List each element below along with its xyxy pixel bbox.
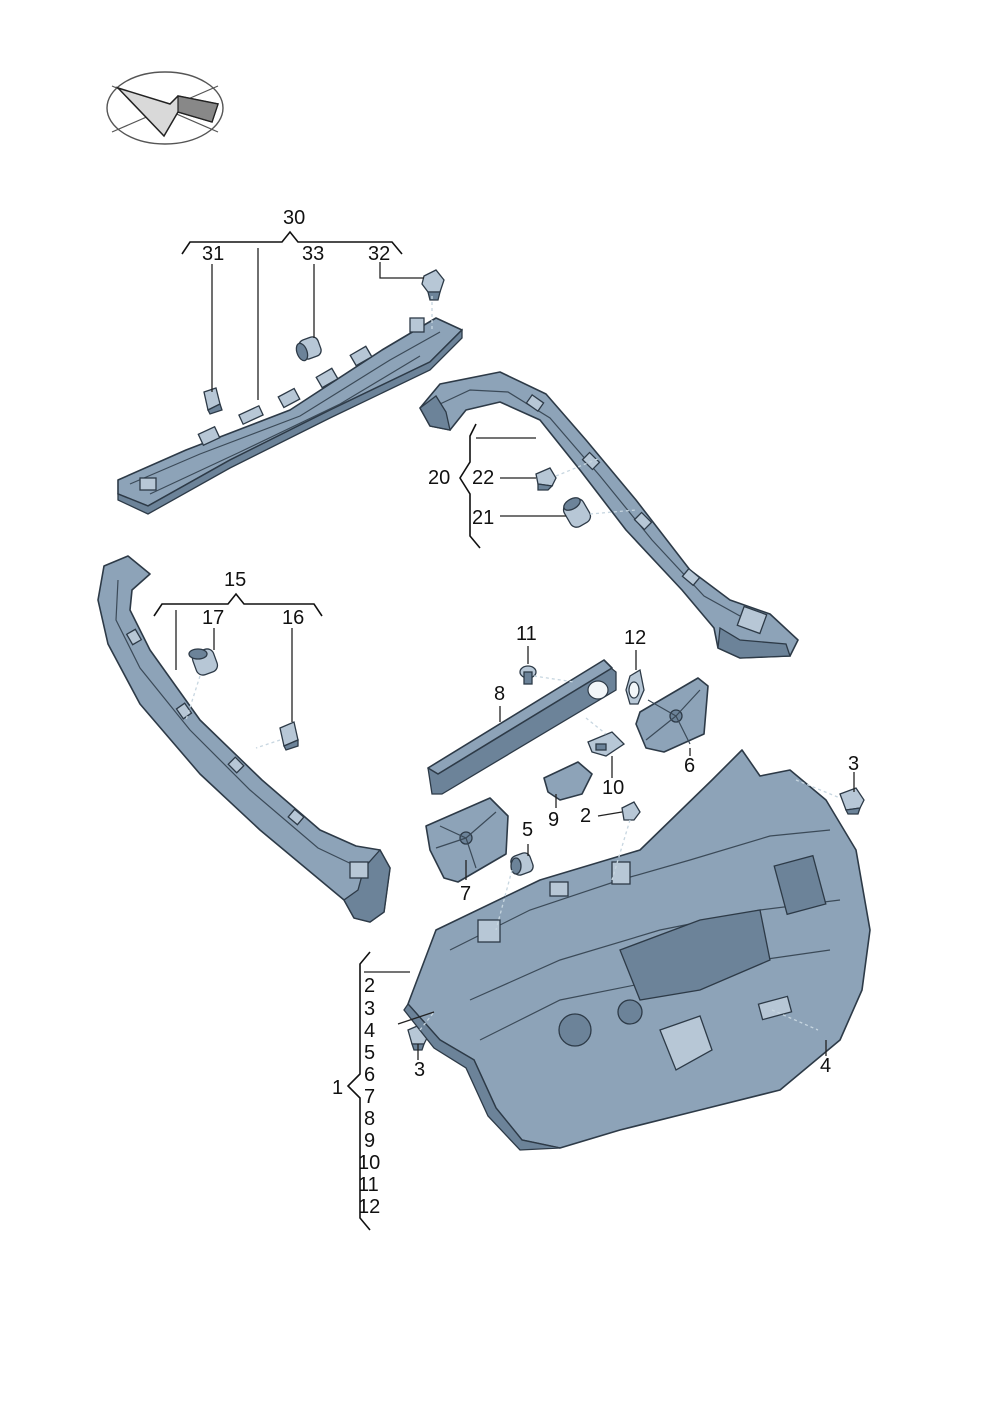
part-22-clip [535, 467, 557, 491]
leaders-group-15 [153, 592, 323, 749]
label-3-left: 3 [414, 1059, 425, 1081]
label-3-right: 3 [848, 753, 859, 775]
label-22: 22 [472, 467, 494, 489]
label-32: 32 [368, 243, 390, 265]
label-1: 1 [332, 1077, 343, 1099]
part-3-clip-right [839, 787, 865, 815]
part-6-cover [635, 677, 709, 753]
part-20-right-pillar-trim [419, 371, 799, 659]
part-31-clip [203, 387, 223, 415]
group-1-item: 9 [364, 1130, 375, 1152]
part-2-clip [621, 801, 641, 821]
part-8-panel [427, 659, 617, 795]
label-6: 6 [684, 755, 695, 777]
label-31: 31 [202, 243, 224, 265]
group-1-item: 7 [364, 1086, 375, 1108]
part-5-plug [510, 852, 534, 876]
part-21-plug [562, 497, 592, 528]
group-1-item: 8 [364, 1108, 375, 1130]
part-12-hook [625, 668, 645, 705]
label-8: 8 [494, 683, 505, 705]
label-11: 11 [516, 623, 537, 645]
leaders-group-30 [181, 230, 433, 400]
group-1-item: 2 [364, 975, 375, 997]
leaders-group-1 [346, 646, 855, 1231]
part-30-top-trim [117, 317, 463, 515]
label-4: 4 [820, 1055, 831, 1077]
part-16-clip [279, 721, 299, 751]
labels: 30 31 33 32 20 22 21 15 17 16 11 12 8 6 … [202, 207, 859, 1218]
part-7-cover [425, 797, 509, 883]
group-1-item: 11 [358, 1174, 379, 1196]
part-33-plug [295, 336, 322, 362]
label-9: 9 [548, 809, 559, 831]
label-5: 5 [522, 819, 533, 841]
label-33: 33 [302, 243, 324, 265]
leaders-group-20 [459, 423, 637, 549]
part-10-bracket [587, 731, 626, 757]
part-1-tailgate-trim [403, 749, 871, 1151]
label-17: 17 [202, 607, 224, 629]
label-30: 30 [283, 207, 305, 229]
part-11-screw [519, 665, 537, 685]
group-1-item: 5 [364, 1042, 375, 1064]
part-15-left-pillar-trim [97, 555, 391, 923]
part-17-plug [188, 648, 219, 676]
group-1-item: 4 [364, 1020, 375, 1042]
label-2: 2 [580, 805, 591, 827]
label-16: 16 [282, 607, 304, 629]
label-7: 7 [460, 883, 471, 905]
label-21: 21 [472, 507, 494, 529]
label-15: 15 [224, 569, 246, 591]
label-20: 20 [428, 467, 450, 489]
label-10: 10 [602, 777, 624, 799]
group-1-item: 3 [364, 998, 375, 1020]
group-1-item: 12 [358, 1196, 380, 1218]
logo-emblem [106, 71, 224, 145]
group-1-item: 10 [358, 1152, 380, 1174]
group-1-item: 6 [364, 1064, 375, 1086]
part-32-clip [421, 269, 445, 301]
part-9-cover [543, 761, 593, 801]
label-12: 12 [624, 627, 646, 649]
